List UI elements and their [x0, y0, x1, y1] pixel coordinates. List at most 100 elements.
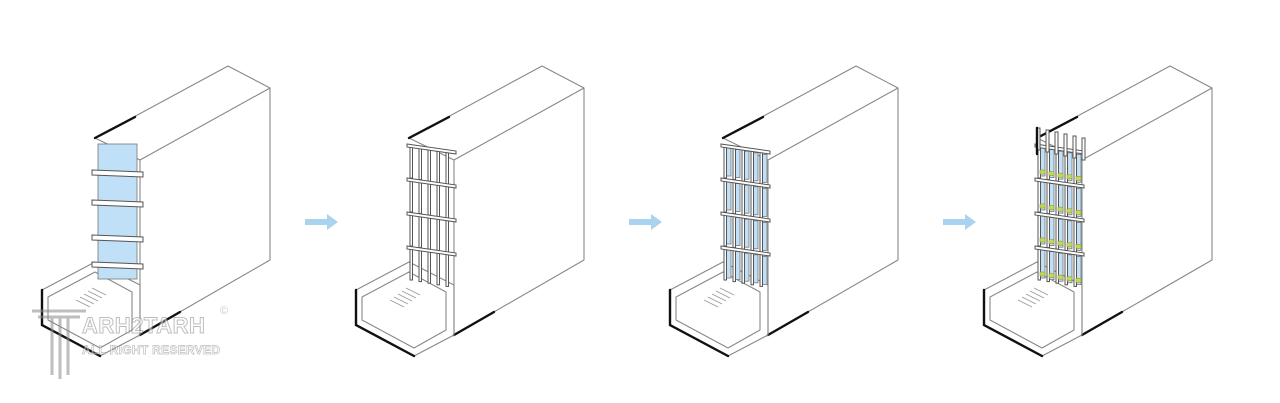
facade-curtain-glass-with-slabs	[91, 143, 144, 280]
planter	[1039, 169, 1046, 175]
planter	[1048, 205, 1055, 210]
vertical-fin	[741, 216, 745, 250]
logo-mark-icon	[32, 309, 86, 379]
ground-section-edge	[668, 288, 730, 358]
watermark-name: ARH2TARH	[81, 313, 206, 339]
vertical-fin	[759, 151, 763, 185]
stair-step	[1021, 296, 1037, 305]
stair-step	[401, 290, 417, 299]
floor-slab	[91, 169, 144, 178]
stair	[703, 287, 735, 308]
planter	[1057, 206, 1064, 212]
vertical-fin	[436, 252, 440, 286]
courtyard	[989, 271, 1075, 349]
roof-fin	[1081, 137, 1086, 161]
stair-step	[389, 299, 405, 308]
stair-step	[87, 290, 103, 299]
planter	[1075, 210, 1082, 215]
stair-step	[715, 290, 731, 299]
vertical-fin	[436, 184, 440, 218]
roof-section-edge	[1035, 115, 1079, 140]
planter	[1075, 278, 1082, 283]
stair-step	[1033, 287, 1049, 296]
vertical-fin	[723, 179, 727, 213]
stair-step	[393, 296, 409, 305]
roof-fin	[1063, 133, 1068, 157]
vertical-fin	[445, 253, 449, 287]
building-stage-2	[354, 65, 585, 358]
building-stage-4	[982, 65, 1213, 358]
building-stage-1	[40, 65, 271, 358]
ground-section-edge	[982, 288, 1044, 358]
vertical-fin	[750, 218, 754, 252]
floor-band	[1034, 177, 1085, 189]
stair-step	[703, 299, 719, 308]
watermark-logo: ARH2TARH ALL RIGHT RESERVED ©	[30, 305, 240, 385]
floor-band	[720, 211, 771, 223]
stair-step	[719, 287, 735, 296]
process-arrow-3	[943, 214, 976, 230]
vertical-fin	[741, 182, 745, 216]
stair-step	[83, 293, 99, 302]
planter	[1039, 203, 1046, 209]
facade-vertical-fin-grid	[406, 143, 457, 287]
process-arrow-2	[629, 214, 662, 230]
base-section-edge	[1080, 310, 1124, 337]
roof-section-edge	[93, 115, 137, 140]
vertical-fin	[427, 148, 431, 182]
courtyard	[47, 271, 133, 349]
vertical-fin	[445, 219, 449, 253]
process-arrow-1	[305, 214, 338, 230]
ground-section-edge	[40, 288, 102, 358]
courtyard	[675, 271, 761, 349]
planter	[1066, 208, 1073, 214]
floor-band	[720, 177, 771, 189]
vertical-fin	[741, 148, 745, 182]
floor-slab	[91, 234, 144, 243]
stair-step	[75, 299, 91, 308]
planter	[1048, 239, 1055, 244]
vertical-fin	[750, 184, 754, 218]
stair-step	[91, 287, 107, 296]
vertical-fin	[427, 250, 431, 284]
vertical-fin	[732, 215, 736, 249]
vertical-fin	[759, 185, 763, 219]
planter	[1075, 244, 1082, 249]
vertical-fin	[427, 182, 431, 216]
roof-fin	[1045, 129, 1050, 153]
planter	[1039, 237, 1046, 243]
stair	[1017, 287, 1049, 308]
vertical-fin	[732, 147, 736, 181]
base-section-edge	[766, 310, 810, 337]
watermark-copyright: ©	[220, 305, 229, 317]
vertical-fin	[409, 145, 413, 179]
stair-step	[1029, 290, 1045, 299]
stair-step	[707, 296, 723, 305]
floor-slab	[91, 261, 144, 270]
floor-band	[1034, 211, 1085, 223]
floor-band	[406, 245, 457, 257]
planter	[1066, 242, 1073, 248]
stair-step	[711, 293, 727, 302]
roof-edge	[453, 87, 585, 161]
planter	[1039, 271, 1046, 277]
stair-step	[397, 293, 413, 302]
building-stage-3	[668, 65, 899, 358]
vertical-fin	[436, 218, 440, 252]
stair	[389, 287, 421, 308]
floor-band	[720, 245, 771, 257]
vertical-fin	[759, 253, 763, 287]
roof-edge	[139, 87, 271, 161]
vertical-fin	[723, 213, 727, 247]
vertical-fin	[418, 249, 422, 283]
floor-band	[406, 143, 457, 155]
ground-section-edge	[354, 288, 416, 358]
roof-edge	[1081, 87, 1213, 161]
roof-fin	[1072, 135, 1077, 159]
vertical-fin	[409, 179, 413, 213]
vertical-fin	[418, 181, 422, 215]
roof-fin	[1054, 131, 1059, 155]
courtyard	[361, 271, 447, 349]
roof-section-edge	[407, 115, 451, 140]
vertical-fin	[723, 247, 727, 281]
